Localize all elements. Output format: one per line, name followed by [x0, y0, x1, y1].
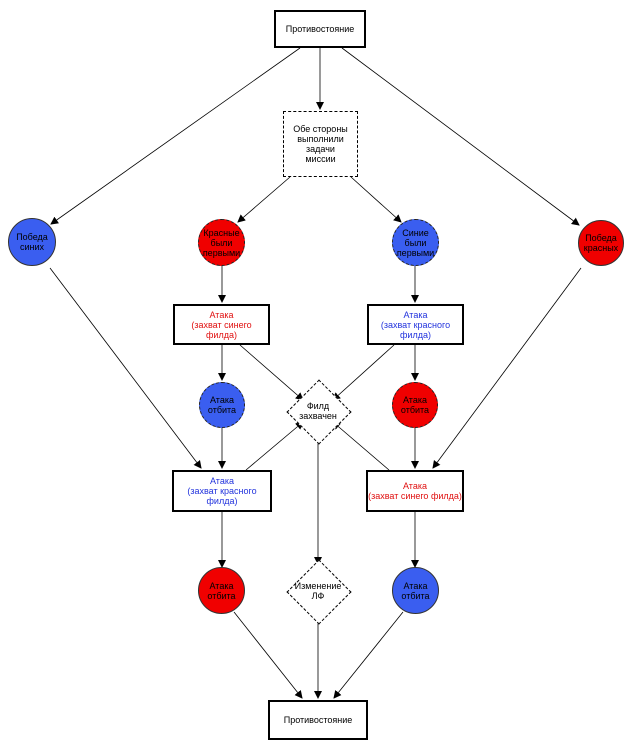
attack-left-bottom-node: Атака (захват красного филда)	[172, 470, 272, 512]
mission-line-1: Обе стороны	[293, 124, 348, 134]
top-node: Противостояние	[274, 10, 366, 48]
mission-line-2: выполнили задачи	[297, 134, 344, 154]
repelled-red-mid-line-2: отбита	[400, 405, 430, 415]
repelled-blue-mid-line-1: Атака	[210, 395, 234, 405]
edge-attack-rt-field	[332, 344, 395, 401]
red-win-line-2: красных	[583, 243, 619, 253]
change-lf-line-2: ЛФ	[311, 591, 325, 601]
attack-right-bottom-node: Атака (захват синего филда)	[366, 470, 464, 512]
edge-blue-win-attack-lb	[49, 267, 202, 469]
repelled-blue-mid-node: Атака отбита	[199, 382, 245, 428]
edge-attack-lt-field	[239, 344, 304, 401]
red-first-node: Красные были первыми	[198, 219, 245, 266]
edge-top-blue-win	[50, 47, 301, 225]
repelled-red-bottom-node: Атака отбита	[198, 567, 245, 614]
attack-left-top-subtitle: (захват синего филда)	[191, 319, 252, 340]
edge-mission-blue-first	[350, 176, 402, 223]
change-lf-line-1: Изменение	[294, 581, 342, 591]
repelled-red-bottom-line-2: отбита	[207, 590, 236, 601]
blue-first-line-1: Синие	[402, 227, 429, 238]
blue-first-line-3: первыми	[396, 247, 435, 258]
repelled-red-mid-node: Атака отбита	[392, 382, 438, 428]
edge-attack-rb-field	[332, 421, 390, 471]
repelled-red-bottom-line-1: Атака	[209, 580, 234, 591]
attack-left-bottom-subtitle: (захват красного филда)	[187, 486, 257, 506]
mission-line-3: миссии	[305, 154, 336, 164]
repelled-blue-bottom-line-2: отбита	[401, 590, 430, 601]
edge-repelled-blue-bottom	[333, 611, 404, 699]
red-first-line-2: были	[210, 237, 233, 248]
top-node-label: Противостояние	[285, 24, 355, 34]
attack-right-bottom-subtitle: (захват синего филда)	[368, 491, 462, 501]
attack-right-top-subtitle: (захват красного филда)	[380, 319, 451, 340]
blue-first-node: Синие были первыми	[392, 219, 439, 266]
blue-win-node: Победа синих	[8, 218, 56, 266]
field-captured-label: Филд захвачен	[288, 400, 348, 422]
blue-first-line-2: были	[404, 237, 427, 248]
edge-attack-lb-field	[245, 421, 304, 471]
repelled-red-mid-line-1: Атака	[403, 395, 427, 405]
attack-right-top-node: Атака (захват красного филда)	[367, 304, 464, 345]
red-first-line-3: первыми	[202, 247, 241, 258]
edge-repelled-red-bottom	[233, 611, 303, 699]
change-lf-label: Изменение ЛФ	[288, 580, 348, 602]
attack-right-bottom-title: Атака	[403, 481, 427, 491]
edge-mission-red-first	[237, 176, 291, 223]
blue-win-line-1: Победа	[16, 232, 48, 242]
attack-left-bottom-title: Атака	[210, 476, 234, 486]
mission-node: Обе стороны выполнили задачи миссии	[283, 111, 358, 177]
red-win-line-1: Победа	[585, 233, 617, 243]
repelled-blue-mid-line-2: отбита	[207, 405, 237, 415]
red-first-line-1: Красные	[203, 227, 240, 238]
attack-left-top-title: Атака	[209, 309, 234, 320]
attack-left-top-node: Атака (захват синего филда)	[173, 304, 270, 345]
edge-top-red-win	[341, 47, 580, 226]
bottom-node: Противостояние	[268, 700, 368, 740]
attack-right-top-title: Атака	[403, 309, 428, 320]
edge-red-win-attack-rb	[432, 267, 582, 469]
field-captured-line-2: захвачен	[299, 411, 337, 421]
field-captured-line-1: Филд	[306, 401, 330, 411]
repelled-blue-bottom-line-1: Атака	[403, 580, 428, 591]
red-win-node: Победа красных	[578, 220, 624, 266]
blue-win-line-2: синих	[19, 242, 45, 252]
repelled-blue-bottom-node: Атака отбита	[392, 567, 439, 614]
bottom-node-label: Противостояние	[283, 715, 353, 725]
